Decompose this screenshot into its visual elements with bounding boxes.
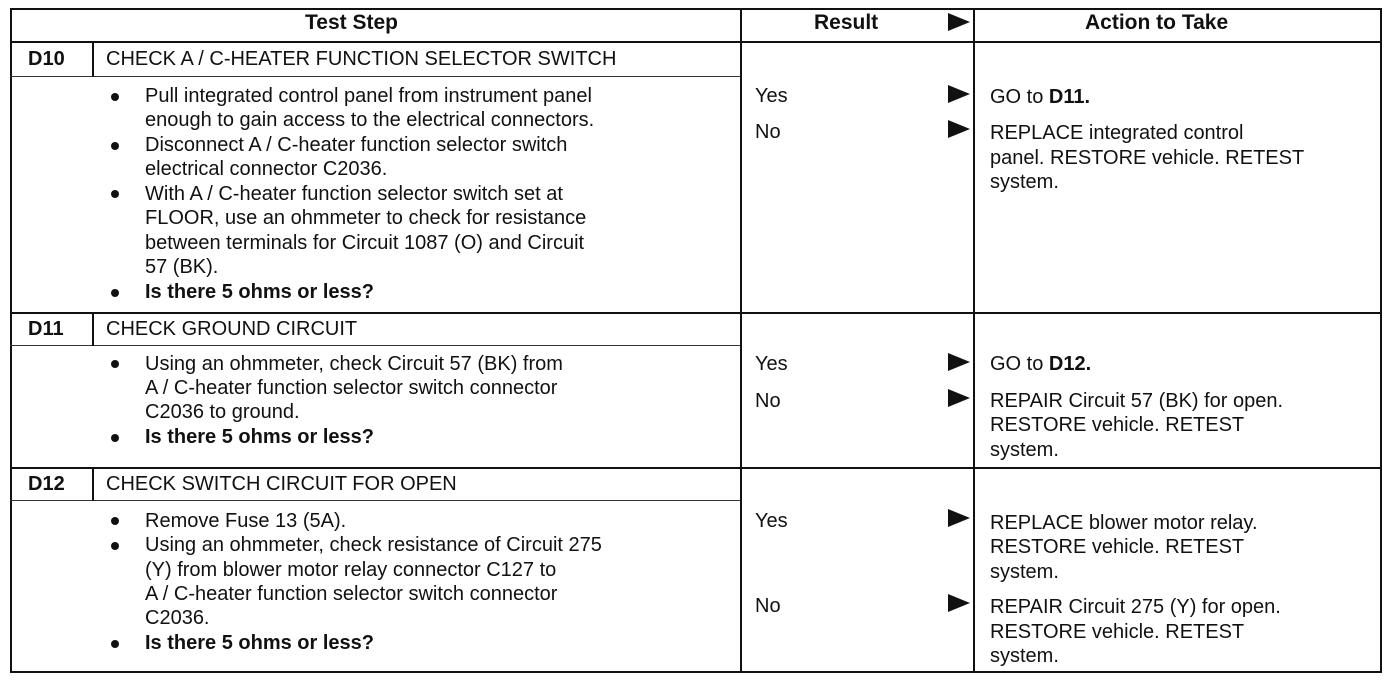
d11-result-yes: Yes (755, 353, 788, 375)
d12-id-divider (92, 468, 94, 501)
d12-result-yes: Yes (755, 510, 788, 532)
d12-step-title: CHECK SWITCH CIRCUIT FOR OPEN (106, 473, 457, 495)
header-bottom-border (10, 41, 1382, 43)
d10-action-yes-text: GO to (990, 86, 1049, 108)
arrow-right-icon (948, 120, 970, 138)
section-divider-d12 (10, 467, 1382, 469)
d10-result-yes: Yes (755, 85, 788, 107)
column-divider-step (740, 8, 742, 673)
d10-step-title: CHECK A / C-HEATER FUNCTION SELECTOR SWI… (106, 48, 617, 70)
d10-line-1: Pull integrated control panel from instr… (145, 85, 592, 107)
header-result: Result (814, 11, 879, 34)
d10-step-id: D10 (28, 48, 65, 70)
d10-line-2: enough to gain access to the electrical … (145, 109, 595, 131)
table-left-border (10, 8, 12, 673)
d10-line-8: 57 (BK). (145, 256, 219, 278)
bullet-icon (111, 190, 119, 198)
bullet-icon (111, 142, 119, 150)
d10-action-yes-end: . (1084, 86, 1091, 108)
d12-line-3: (Y) from blower motor relay connector C1… (145, 559, 557, 581)
arrow-right-icon (948, 594, 970, 612)
arrow-right-icon (948, 85, 970, 103)
d11-title-underline (10, 345, 740, 346)
d12-question: Is there 5 ohms or less? (145, 632, 374, 654)
d10-id-divider (92, 43, 94, 77)
d11-action-yes-text: GO to (990, 353, 1049, 375)
d11-line-1: Using an ohmmeter, check Circuit 57 (BK)… (145, 353, 563, 375)
d12-line-2: Using an ohmmeter, check resistance of C… (145, 534, 602, 556)
header-action: Action to Take (1085, 11, 1229, 34)
arrow-right-icon (948, 389, 970, 407)
d10-action-no-1: REPLACE integrated control (990, 122, 1244, 144)
d10-line-6: FLOOR, use an ohmmeter to check for resi… (145, 207, 587, 229)
d12-step-id: D12 (28, 473, 65, 495)
d10-line-3: Disconnect A / C-heater function selecto… (145, 134, 568, 156)
bullet-icon (111, 434, 119, 442)
d10-line-4: electrical connector C2036. (145, 158, 388, 180)
table-right-border (1380, 8, 1382, 673)
arrow-right-icon (948, 509, 970, 527)
d11-step-id: D11 (28, 318, 64, 340)
d12-result-no: No (755, 595, 781, 617)
d11-line-2: A / C-heater function selector switch co… (145, 377, 558, 399)
d12-line-5: C2036. (145, 607, 210, 629)
bullet-icon (111, 542, 119, 550)
d10-line-5: With A / C-heater function selector swit… (145, 183, 563, 205)
d11-action-no-3: system. (990, 439, 1059, 461)
d11-id-divider (92, 313, 94, 346)
d11-action-yes-end: . (1085, 353, 1092, 375)
header-arrow-icon (948, 13, 970, 31)
d12-action-yes-2: RESTORE vehicle. RETEST (990, 536, 1245, 558)
d11-action-no-2: RESTORE vehicle. RETEST (990, 414, 1245, 436)
d11-step-title: CHECK GROUND CIRCUIT (106, 318, 358, 340)
d12-action-yes-3: system. (990, 561, 1059, 583)
d10-line-7: between terminals for Circuit 1087 (O) a… (145, 232, 585, 254)
d11-result-no: No (755, 390, 781, 412)
d12-line-1: Remove Fuse 13 (5A). (145, 510, 347, 532)
d10-action-no-3: system. (990, 171, 1059, 193)
d10-result-no: No (755, 121, 781, 143)
column-divider-result (973, 8, 975, 673)
d12-action-no-2: RESTORE vehicle. RETEST (990, 621, 1245, 643)
bullet-icon (111, 640, 119, 648)
table-bottom-border (10, 671, 1382, 673)
section-divider-d11 (10, 312, 1382, 314)
d10-action-yes: GO to D11. (990, 85, 1090, 110)
d12-line-4: A / C-heater function selector switch co… (145, 583, 558, 605)
d11-line-3: C2036 to ground. (145, 401, 300, 423)
d11-question: Is there 5 ohms or less? (145, 426, 374, 448)
d10-title-underline (10, 76, 740, 77)
d12-action-no-3: system. (990, 645, 1059, 667)
d10-action-yes-ref: D11 (1048, 86, 1085, 108)
d12-action-no-1: REPAIR Circuit 275 (Y) for open. (990, 596, 1281, 618)
d10-action-no-2: panel. RESTORE vehicle. RETEST (990, 147, 1305, 169)
bullet-icon (111, 289, 119, 297)
header-test-step: Test Step (305, 11, 398, 34)
d12-title-underline (10, 500, 740, 501)
bullet-icon (111, 93, 119, 101)
d11-action-no-1: REPAIR Circuit 57 (BK) for open. (990, 390, 1284, 412)
d11-action-yes: GO to D12. (990, 352, 1091, 377)
d10-question: Is there 5 ohms or less? (145, 281, 374, 303)
arrow-right-icon (948, 353, 970, 371)
bullet-icon (111, 517, 119, 525)
bullet-icon (111, 360, 119, 368)
table-top-border (10, 8, 1382, 10)
d11-action-yes-ref: D12 (1048, 353, 1086, 375)
d12-action-yes-1: REPLACE blower motor relay. (990, 512, 1258, 534)
